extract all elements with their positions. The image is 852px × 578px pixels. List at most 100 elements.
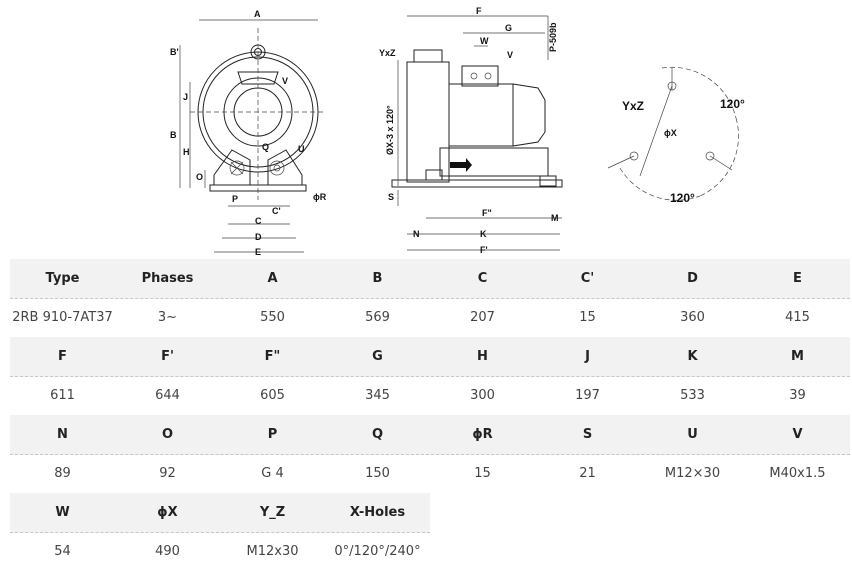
value-cell: 15 (474, 466, 491, 482)
table-value-row: 611 644 605 345 300 197 533 39 (10, 377, 850, 416)
side-view-dimension-lines (397, 15, 562, 251)
side-view-labels: F G W V P-509b YxZ ØX-3 x 120° S F" M N … (379, 6, 559, 255)
value-cell: 21 (579, 466, 596, 482)
header-cell: F' (161, 348, 174, 364)
dim-label-d: D (255, 232, 262, 242)
dim-label-m: M (551, 213, 559, 223)
table-value-row: 54 490 M12x30 0°/120°/240° (10, 533, 850, 572)
table-header-row: N O P Q ϕR S U V (10, 415, 850, 455)
value-cell: M12x30 (246, 544, 299, 560)
value-cell: 0°/120°/240° (334, 544, 421, 560)
value-cell: 92 (159, 466, 176, 482)
dim-label-u: U (298, 144, 305, 154)
value-cell: 533 (680, 388, 705, 404)
header-cell: J (585, 348, 590, 364)
dim-label-yxz-side: YxZ (379, 48, 396, 58)
dim-label-k: K (480, 229, 487, 239)
value-cell: 300 (470, 388, 495, 404)
front-view-drawing: A B' V J B H O Q U P C' C D E ϕR (170, 9, 327, 257)
header-cell: O (161, 426, 174, 442)
dim-label-p: P (232, 194, 238, 204)
header-cell: K (687, 348, 698, 364)
header-cell: F (58, 348, 67, 364)
value-cell: 150 (365, 466, 390, 482)
dim-label-b: B (170, 130, 177, 140)
front-view-dimension-lines (179, 19, 326, 253)
value-cell: 611 (50, 388, 75, 404)
value-cell: 490 (155, 544, 180, 560)
dim-label-v-side: V (507, 50, 513, 60)
header-cell: X-Holes (349, 504, 406, 520)
value-cell: 345 (365, 388, 390, 404)
header-cell: E (793, 270, 802, 286)
flange-body (607, 66, 739, 201)
dim-label-x-holes: ØX-3 x 120° (385, 105, 395, 155)
header-cell: Phases (141, 270, 194, 286)
dim-label-o: O (196, 172, 203, 182)
flange-label-yxz: YxZ (622, 99, 644, 113)
header-cell: Type (45, 270, 80, 286)
header-cell: Q (371, 426, 384, 442)
value-cell: G 4 (261, 466, 284, 482)
specs-table: Type Phases A B C C' D E 2RB 910-7AT37 3… (10, 259, 850, 571)
header-cell: A (267, 270, 278, 286)
value-cell: M40x1.5 (769, 466, 826, 482)
value-cell: 569 (365, 310, 390, 326)
header-cell: W (55, 504, 70, 520)
flange-labels: YxZ ϕX 120° 120° (622, 97, 745, 205)
value-cell: 550 (260, 310, 285, 326)
dim-label-f-prime: F' (480, 245, 488, 255)
header-cell: B (372, 270, 383, 286)
value-cell: M12×30 (664, 466, 721, 482)
table-value-row: 2RB 910-7AT37 3~ 550 569 207 15 360 415 (10, 299, 850, 338)
header-cell: H (477, 348, 488, 364)
value-cell: 54 (54, 544, 71, 560)
value-cell: 3~ (157, 310, 178, 326)
header-cell: M (791, 348, 804, 364)
header-cell: S (582, 426, 593, 442)
dim-label-c: C (255, 216, 262, 226)
dim-label-f: F (476, 6, 482, 16)
header-cell: P (267, 426, 278, 442)
dim-label-e: E (255, 247, 261, 257)
value-cell: 15 (579, 310, 596, 326)
dim-label-p509b: P-509b (548, 22, 558, 52)
dim-label-w: W (480, 36, 489, 46)
value-cell: 39 (789, 388, 806, 404)
header-cell: G (372, 348, 383, 364)
dim-label-h: H (183, 147, 190, 157)
dim-label-q: Q (262, 142, 269, 152)
table-header-row: W ϕX Y_Z X-Holes (10, 493, 430, 533)
table-header-row: F F' F" G H J K M (10, 337, 850, 377)
header-cell: C (477, 270, 488, 286)
header-cell: ϕX (157, 504, 178, 520)
header-cell: N (57, 426, 68, 442)
dim-label-f2: F" (482, 208, 492, 218)
value-cell: 197 (575, 388, 600, 404)
value-cell: 207 (470, 310, 495, 326)
table-value-row: 89 92 G 4 150 15 21 M12×30 M40x1.5 (10, 455, 850, 494)
header-cell: Y_Z (259, 504, 286, 520)
dim-label-c-prime: C' (272, 206, 281, 216)
value-cell: 415 (785, 310, 810, 326)
dim-label-s: S (388, 192, 394, 202)
dim-label-b-prime: B' (170, 47, 179, 57)
dim-label-n: N (413, 229, 420, 239)
side-view-body (391, 49, 563, 188)
value-cell: 644 (155, 388, 180, 404)
front-view-labels: A B' V J B H O Q U P C' C D E ϕR (170, 9, 327, 257)
dim-label-phi-r: ϕR (313, 192, 327, 202)
header-cell: F" (264, 348, 281, 364)
value-cell: 2RB 910-7AT37 (12, 310, 113, 326)
dim-label-v: V (282, 76, 288, 86)
header-cell: V (792, 426, 803, 442)
dim-label-g: G (505, 23, 512, 33)
value-cell: 605 (260, 388, 285, 404)
value-cell: 360 (680, 310, 705, 326)
header-cell: ϕR (472, 426, 493, 442)
value-cell: 89 (54, 466, 71, 482)
header-cell: U (687, 426, 698, 442)
flange-label-angle-1: 120° (720, 97, 745, 111)
dim-label-j: J (183, 92, 188, 102)
table-header-row: Type Phases A B C C' D E (10, 259, 850, 299)
